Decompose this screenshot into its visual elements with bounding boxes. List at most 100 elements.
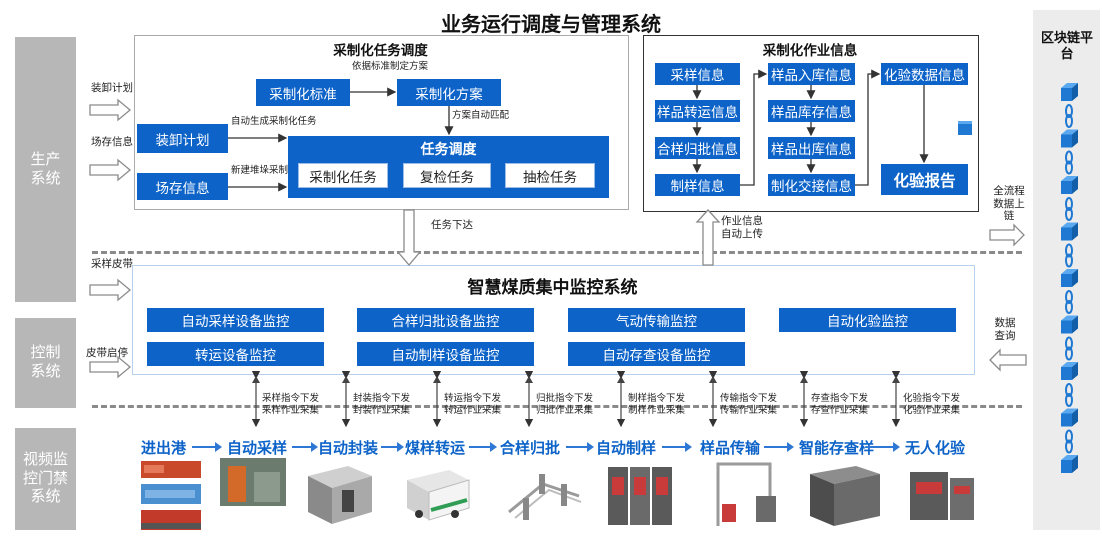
blockchain-cube-icon [1061,176,1078,194]
flow-step: 自动封装 [318,440,379,457]
command-label: 存查指令下发存查作业采集 [811,393,869,417]
pneumatic-transfer-image [708,458,780,528]
blockchain-cube-icon [1061,83,1078,101]
control-system-bar: 控制系统 [15,318,76,408]
prep-machine-image [606,463,674,527]
monitor-batch[interactable]: 合样归批设备监控 [357,308,534,332]
command-label: 传输指令下发传输作业采集 [720,393,778,417]
note-standard: 依据标准制定方案 [352,61,429,72]
video-access-system-bar: 视频监控门禁系统 [15,428,76,530]
command-label: 归批指令下发归批作业采集 [536,393,594,417]
flow-arrow-icon [192,442,222,452]
chain-upload-label: 全流程数据上链 [993,185,1025,223]
blockchain-cube-icon [1061,455,1078,473]
op-assay-data[interactable]: 化验数据信息 [881,63,968,85]
command-label: 化验指令下发化验作业采集 [903,393,961,417]
scheduling-title: 采制化任务调度 [333,43,428,58]
plan-box[interactable]: 采制化方案 [397,79,501,106]
flow-arrow-icon [566,442,594,452]
chain-link-icon [1065,243,1073,268]
flow-step: 合样归批 [500,440,561,457]
op-prep-info[interactable]: 制样信息 [655,174,740,196]
assay-lab-image [906,462,976,524]
op-sampling-info[interactable]: 采样信息 [655,63,740,85]
sampler-machine-image [220,458,286,506]
monitor-auto-assay[interactable]: 自动化验监控 [779,308,956,332]
blockchain-cube-icon [1061,362,1078,380]
task-down-label: 任务下达 [431,219,473,231]
load-plan-box[interactable]: 装卸计划 [137,124,228,153]
monitor-auto-sampling[interactable]: 自动采样设备监控 [147,308,324,332]
flow-step: 智能存查样 [799,440,875,457]
flow-step: 煤样转运 [405,440,466,457]
monitor-pneumatic[interactable]: 气动传输监控 [568,308,745,332]
task-spotcheck[interactable]: 抽检任务 [505,163,595,188]
monitor-storage[interactable]: 自动存查设备监控 [568,342,745,366]
separator-upper [92,251,1022,254]
chain-link-icon [1065,429,1073,454]
monitor-transfer[interactable]: 转运设备监控 [147,342,324,366]
chain-link-icon [1065,336,1073,361]
monitor-title: 智慧煤质集中监控系统 [467,278,638,297]
flow-step: 自动采样 [227,440,288,457]
command-label: 采样指令下发采样作业采集 [262,393,320,417]
blockchain-cube-icon [1061,269,1078,287]
truck-images [139,460,203,532]
flow-arrow-icon [469,442,497,452]
production-system-label: 生产系统 [30,150,61,187]
flow-step: 自动制样 [596,440,657,457]
chain-link-icon [1065,104,1073,128]
blockchain-title: 区块链平台 [1040,30,1093,61]
op-assay-report[interactable]: 化验报告 [881,164,968,195]
task-sampling[interactable]: 采制化任务 [298,163,388,188]
blockchain-cube-icon [1061,408,1078,427]
op-batch-info[interactable]: 合样归批信息 [655,137,740,159]
chain-link-icon [1065,150,1073,175]
batch-system-image [503,462,585,526]
op-storage-in[interactable]: 样品入库信息 [768,63,855,85]
flow-arrow-icon [381,442,404,452]
input-belt-label: 采样皮带 [91,258,133,270]
chain-link-icon [1065,197,1073,221]
input-yard-label: 场存信息 [91,136,133,148]
data-query-label: 数据查询 [994,317,1016,342]
flow-step: 无人化验 [905,440,966,457]
op-handover[interactable]: 制化交接信息 [768,174,855,196]
transfer-vehicle-image [403,462,473,526]
flow-arrow-icon [764,442,794,452]
cube-icon [958,121,972,135]
packaging-machine-image [302,462,374,526]
note-plan: 方案自动匹配 [452,110,510,121]
chain-link-icon [1065,383,1073,407]
flow-step: 样品传输 [700,440,761,457]
storage-cabinet-image [806,462,882,528]
task-recheck[interactable]: 复检任务 [403,163,491,188]
op-transfer-info[interactable]: 样品转运信息 [655,100,740,122]
input-load-label: 装卸计划 [91,82,133,94]
yard-info-box[interactable]: 场存信息 [137,173,228,200]
flow-arrow-icon [868,442,900,452]
flow-arrow-icon [292,442,318,452]
flow-arrow-icon [662,442,692,452]
command-label: 制样指令下发制样作业采集 [628,393,686,417]
dispatch-title: 任务调度 [420,141,477,157]
op-storage-stock[interactable]: 样品库存信息 [768,100,855,122]
separator-lower [92,405,1022,408]
control-system-label: 控制系统 [30,344,61,380]
standard-box[interactable]: 采制化标准 [256,79,350,106]
op-upload-label: 作业信息自动上传 [721,215,763,240]
monitor-auto-prep[interactable]: 自动制样设备监控 [357,342,534,366]
blockchain-cube-icon [1061,315,1078,334]
video-access-system-label: 视频监控门禁系统 [22,450,68,506]
op-storage-out[interactable]: 样品出库信息 [768,137,855,159]
command-label: 封装指令下发封装作业采集 [353,393,411,417]
note-new-stack: 新建堆垛采制化任务 [231,165,317,176]
page-title: 业务运行调度与管理系统 [441,14,661,36]
blockchain-cube-icon [1061,222,1078,241]
chain-link-icon [1065,290,1073,314]
command-label: 转运指令下发转运作业采集 [444,393,502,417]
production-system-bar: 生产系统 [15,37,76,302]
blockchain-cube-icon [1061,129,1078,148]
